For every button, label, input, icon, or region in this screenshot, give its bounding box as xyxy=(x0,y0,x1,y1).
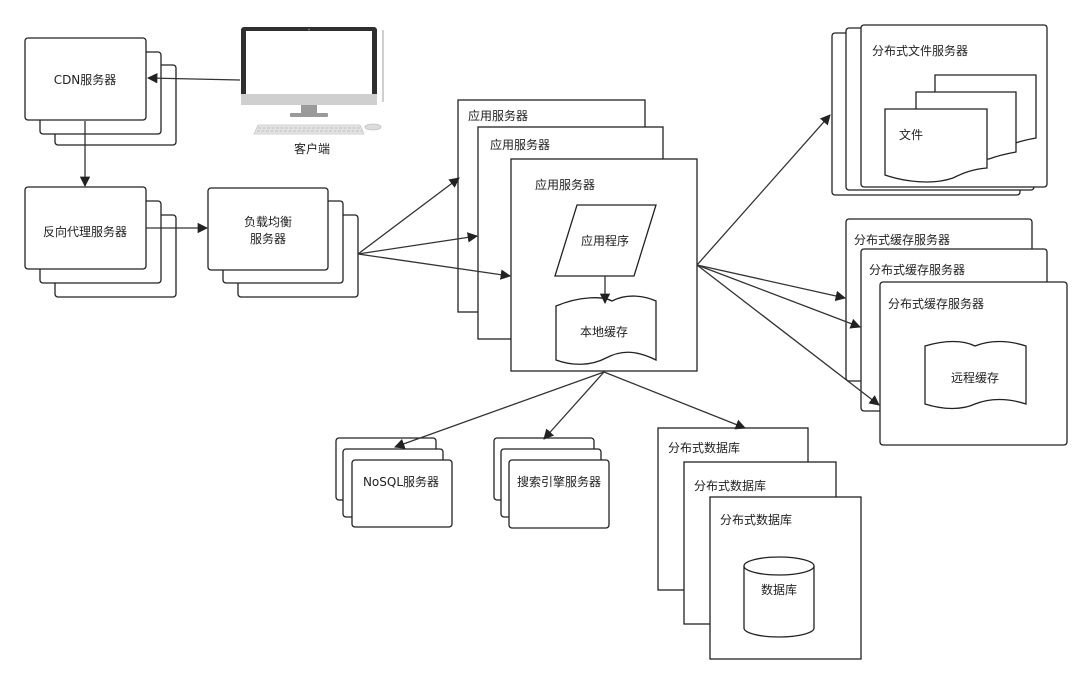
arrow-client-to-cdn xyxy=(146,73,241,84)
arrow-app-to-search xyxy=(543,371,605,440)
load-balancer-label-line2: 服务器 xyxy=(250,231,286,246)
app-server-label-3: 应用服务器 xyxy=(535,177,595,192)
arrow-app-to-cache-server-1 xyxy=(696,264,847,302)
file-sheet-front xyxy=(884,108,988,183)
app-server-label-2: 应用服务器 xyxy=(490,137,550,152)
keyboard xyxy=(253,124,365,135)
nosql-server-stack: NoSQL服务器 xyxy=(335,437,453,528)
arrow-app-to-nosql xyxy=(394,371,605,449)
arrow-load-balancer-to-app-server-3 xyxy=(357,253,512,280)
app-program-label: 应用程序 xyxy=(581,233,629,248)
reverse-proxy-stack: 反向代理服务器 xyxy=(24,186,177,298)
monitor-edge xyxy=(382,30,384,102)
cdn-server-label: CDN服务器 xyxy=(54,72,117,87)
app-server-label-1: 应用服务器 xyxy=(468,108,528,123)
file-label: 文件 xyxy=(899,127,923,142)
remote-cache-shape xyxy=(924,340,1027,410)
client-label: 客户端 xyxy=(294,141,330,156)
cdn-server-box-front xyxy=(24,37,147,121)
local-cache-label: 本地缓存 xyxy=(580,325,628,339)
connectors xyxy=(79,73,880,449)
cdn-server-stack: CDN服务器 xyxy=(24,37,177,146)
database-label-2: 分布式数据库 xyxy=(694,478,766,493)
database-cylinder-body xyxy=(743,566,815,638)
cache-server-stack: 分布式缓存服务器 分布式缓存服务器 分布式缓存服务器 远程缓存 xyxy=(845,218,1068,446)
file-server-label: 分布式文件服务器 xyxy=(872,43,968,58)
cache-server-label-3: 分布式缓存服务器 xyxy=(888,296,984,311)
arrow-app-to-file-server xyxy=(696,114,831,266)
nosql-label: NoSQL服务器 xyxy=(363,474,439,489)
search-box-front xyxy=(508,459,610,529)
monitor-screen xyxy=(246,31,372,94)
reverse-proxy-label: 反向代理服务器 xyxy=(43,224,127,239)
client-computer-icon: 客户端 xyxy=(241,27,384,156)
file-server-stack: 分 分布式文件服务器 文件 xyxy=(831,24,1048,196)
load-balancer-box-front xyxy=(207,187,329,271)
arrow-app-to-cache-server-2 xyxy=(696,264,861,329)
cache-server-label-2: 分布式缓存服务器 xyxy=(869,262,965,277)
nosql-box-front xyxy=(351,459,453,528)
search-server-stack: 搜索引擎服务器 xyxy=(493,437,610,529)
arrow-app-to-cache-server-3 xyxy=(696,264,880,406)
search-label: 搜索引擎服务器 xyxy=(517,474,601,489)
monitor-chin xyxy=(241,94,377,105)
remote-cache-label: 远程缓存 xyxy=(951,370,999,385)
load-balancer-stack: 负载均衡 服务器 xyxy=(207,187,359,298)
database-cylinder-top xyxy=(743,556,815,576)
monitor-stand xyxy=(290,113,328,117)
mouse xyxy=(364,123,382,131)
arrow-load-balancer-to-app-server-2 xyxy=(357,232,479,255)
load-balancer-label-line1: 负载均衡 xyxy=(244,215,292,229)
app-server-stack: 应用服务器 应用服务器 应用服务器 应用程序 本地缓存 xyxy=(457,99,698,372)
cache-server-label-1: 分布式缓存服务器 xyxy=(854,232,950,247)
app-program-shape xyxy=(554,204,657,277)
monitor-camera xyxy=(308,28,310,31)
monitor-neck xyxy=(301,105,317,114)
database-cylinder-label: 数据库 xyxy=(761,582,797,597)
database-stack: 分布式数据库 分布式数据库 分布式数据库 数据库 xyxy=(657,427,862,660)
arrow-load-balancer-to-app-server-1 xyxy=(357,177,460,255)
arrow-app-to-database xyxy=(603,371,746,430)
database-label-3: 分布式数据库 xyxy=(720,512,792,527)
database-label-1: 分布式数据库 xyxy=(668,440,740,455)
